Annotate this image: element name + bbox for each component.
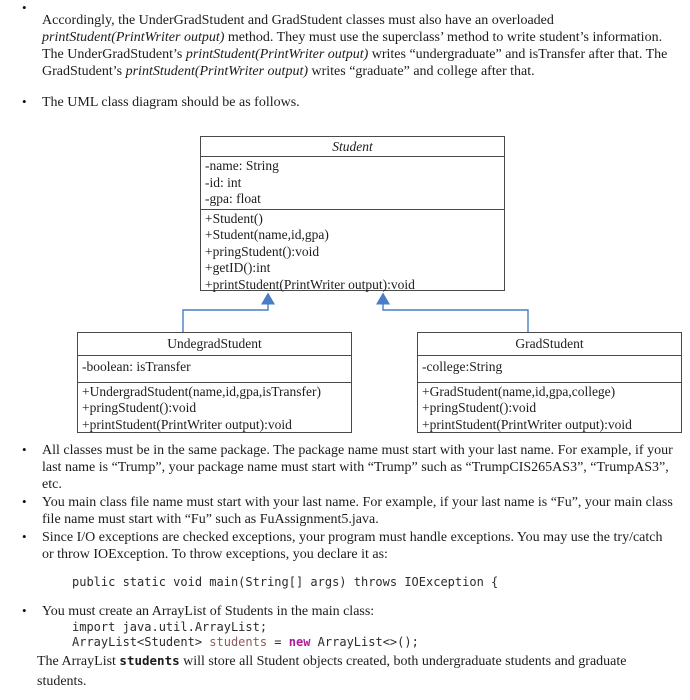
- field: -college:String: [422, 359, 503, 374]
- closing-text: The ArrayList: [37, 654, 120, 669]
- arrowhead-icon: [261, 292, 275, 305]
- bullet-icon: •: [22, 94, 27, 109]
- bullet-text: writes “undergraduate” and isTransfer af…: [42, 47, 668, 79]
- code-arraylist-line: ArrayList<Student> students = new ArrayL…: [72, 635, 674, 650]
- class-methods: +Student() +Student(name,id,gpa) +pringS…: [201, 210, 504, 294]
- class-fields: -name: String -id: int -gpa: float: [201, 157, 504, 210]
- bullet-icon: •: [22, 0, 27, 15]
- bullet-icon: •: [22, 494, 27, 509]
- class-name: Student: [201, 137, 504, 157]
- class-fields: -college:String: [418, 356, 681, 383]
- closing-text: will store all Student objects created, …: [37, 654, 627, 689]
- code-text: ArrayList<>();: [310, 635, 419, 649]
- bullet-package-naming: • All classes must be in the same packag…: [22, 442, 674, 493]
- field: -id: int: [205, 174, 242, 190]
- method: +Student(name,id,gpa): [205, 227, 329, 242]
- code-text: =: [267, 635, 289, 649]
- class-name: UndegradStudent: [78, 333, 351, 356]
- closing-paragraph: The ArrayList students will store all St…: [37, 651, 674, 692]
- method: +printStudent(PrintWriter output):void: [82, 416, 292, 432]
- code-main-signature: public static void main(String[] args) t…: [72, 575, 499, 589]
- uml-class-student: Student -name: String -id: int -gpa: flo…: [200, 136, 505, 294]
- method: +Student(): [205, 210, 263, 226]
- method: +pringStudent():void: [82, 400, 197, 415]
- inheritance-arrows: [182, 292, 529, 332]
- method: +UndergradStudent(name,id,gpa,isTransfer…: [82, 383, 321, 399]
- field: -gpa: float: [205, 191, 261, 206]
- closing-mono-students: students: [119, 653, 180, 668]
- method: +printStudent(PrintWriter output):void: [205, 276, 415, 292]
- bullet-uml-intro: • The UML class diagram should be as fol…: [22, 94, 674, 111]
- class-methods: +UndergradStudent(name,id,gpa,isTransfer…: [78, 383, 351, 434]
- arrowhead-icon: [376, 292, 390, 305]
- bullet-icon: •: [22, 529, 27, 544]
- bullet-text: You main class file name must start with…: [42, 495, 673, 527]
- code-variable: students: [209, 635, 268, 649]
- code-import-line: import java.util.ArrayList;: [72, 620, 268, 634]
- uml-class-diagram: Student -name: String -id: int -gpa: flo…: [0, 111, 690, 439]
- method: +getID():int: [205, 260, 271, 275]
- class-fields: -boolean: isTransfer: [78, 356, 351, 383]
- bullet-text: Accordingly, the UnderGradStudent and Gr…: [42, 13, 554, 28]
- method: +printStudent(PrintWriter output):void: [422, 416, 632, 432]
- bullet-text: Since I/O exceptions are checked excepti…: [42, 530, 663, 562]
- bullet-text: The UML class diagram should be as follo…: [42, 95, 300, 110]
- bullet-arraylist: • You must create an ArrayList of Studen…: [22, 603, 674, 692]
- field: -name: String: [205, 158, 279, 173]
- bullet-overloaded-printstudent: • Accordingly, the UnderGradStudent and …: [22, 0, 674, 80]
- method: +GradStudent(name,id,gpa,college): [422, 383, 616, 399]
- bullet-text-italic: printStudent(PrintWriter output): [125, 64, 308, 79]
- method: +pringStudent():void: [205, 243, 320, 259]
- method: +pringStudent():void: [422, 400, 537, 415]
- class-methods: +GradStudent(name,id,gpa,college) +pring…: [418, 383, 681, 434]
- uml-class-gradstudent: GradStudent -college:String +GradStudent…: [417, 332, 682, 433]
- bullet-text-italic: printStudent(PrintWriter output): [42, 30, 225, 45]
- class-name: GradStudent: [418, 333, 681, 356]
- code-text: ArrayList<Student>: [72, 635, 210, 649]
- inheritance-arrow-grad: [376, 292, 529, 332]
- field: -boolean: isTransfer: [82, 359, 191, 374]
- bullet-io-exceptions: • Since I/O exceptions are checked excep…: [22, 529, 674, 563]
- bullet-text: method. They must use the superclass’ me…: [42, 30, 663, 62]
- bullet-text-italic: printStudent(PrintWriter output): [185, 47, 369, 62]
- bullet-main-class-naming: • You main class file name must start wi…: [22, 494, 674, 528]
- bullet-text: writes “graduate” and college after that…: [308, 64, 535, 79]
- bullet-icon: •: [22, 603, 27, 618]
- bullet-text: All classes must be in the same package.…: [42, 443, 673, 492]
- code-keyword-new: new: [288, 635, 311, 649]
- uml-class-undergradstudent: UndegradStudent -boolean: isTransfer +Un…: [77, 332, 352, 433]
- inheritance-arrow-undergrad: [182, 292, 275, 332]
- bullet-icon: •: [22, 442, 27, 457]
- bullet-text: You must create an ArrayList of Students…: [42, 604, 375, 619]
